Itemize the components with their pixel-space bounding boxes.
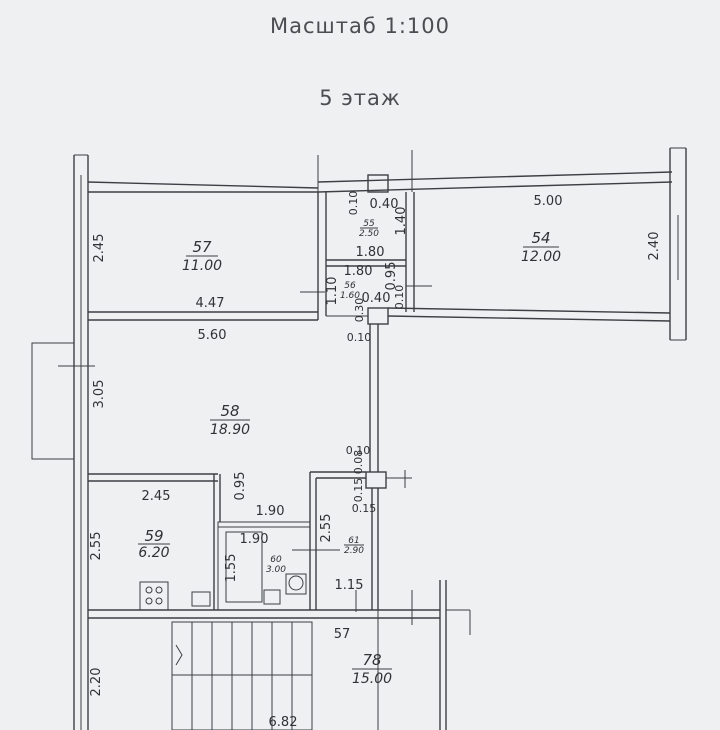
dim-0-40-b: 0.40 (362, 291, 391, 306)
room-55-number: 55 (363, 219, 375, 229)
dim-1-55: 1.55 (224, 554, 239, 583)
room-54-number: 54 (531, 229, 550, 247)
room-55-area: 2.50 (359, 229, 379, 239)
right-exterior-wall (669, 147, 687, 341)
dim-0-10-b: 0.10 (393, 285, 406, 310)
room-60-number: 60 (270, 555, 282, 565)
dim-0-95-b: 0.95 (233, 472, 248, 501)
dim-0-15-b: 0.15 (352, 502, 377, 515)
staircase (171, 621, 313, 730)
vent-shaft-lower (365, 471, 387, 489)
room-58-area: 18.90 (210, 422, 250, 438)
toilet-icon (288, 575, 304, 591)
dim-0-10-a: 0.10 (347, 191, 360, 216)
room-57-area: 11.00 (182, 258, 222, 274)
vent-shaft-middle (367, 307, 389, 325)
room-56-number: 56 (344, 281, 356, 291)
scale-title: Масштаб 1:100 (270, 14, 450, 38)
dim-0-10-c: 0.10 (347, 331, 372, 344)
dim-1-40: 1.40 (394, 207, 409, 236)
room-57-number: 57 (192, 238, 212, 256)
dim-2-45-left: 2.45 (92, 234, 107, 263)
room-59-area: 6.20 (138, 545, 169, 561)
dim-0-15-a: 0.15 (352, 478, 365, 503)
balcony-outline (31, 342, 75, 460)
room-59-number: 59 (144, 527, 163, 545)
dim-57: 57 (334, 627, 351, 642)
stove-icon (139, 581, 169, 611)
dim-2-55-left: 2.55 (89, 532, 104, 561)
room-78-area: 15.00 (352, 671, 392, 687)
top-exterior-wall (87, 150, 673, 193)
room-56-area: 1.60 (340, 291, 360, 301)
dim-1-15: 1.15 (335, 578, 364, 593)
dim-2-45-b: 2.45 (142, 489, 171, 504)
dim-5-60: 5.60 (198, 328, 227, 343)
dim-6-82: 6.82 (269, 715, 298, 730)
room-78-number: 78 (362, 651, 381, 669)
bathtub (225, 531, 263, 603)
vent-shaft-top (367, 174, 389, 193)
room-61-area: 2.90 (344, 546, 364, 556)
dim-2-20: 2.20 (89, 668, 104, 697)
dim-1-80-a: 1.80 (356, 245, 385, 260)
dim-1-10: 1.10 (325, 277, 340, 306)
dim-0-30: 0.30 (353, 298, 366, 323)
kitchen-sink-icon (191, 591, 211, 607)
dim-2-55-b: 2.55 (319, 514, 334, 543)
sink-icon (263, 589, 281, 605)
room-54-area: 12.00 (521, 249, 561, 265)
dim-1-90-b: 1.90 (240, 532, 269, 547)
dim-0-40-a: 0.40 (370, 197, 399, 212)
dim-4-47: 4.47 (196, 296, 225, 311)
dim-0-10-d: 0.10 (346, 444, 371, 457)
dim-2-40: 2.40 (647, 232, 662, 261)
dim-0-08: 0.08 (352, 450, 365, 475)
dim-5-00: 5.00 (534, 194, 563, 209)
left-exterior-wall (73, 154, 89, 730)
dim-1-90-a: 1.90 (256, 504, 285, 519)
dim-0-95-a: 0.95 (384, 262, 399, 291)
dim-3-05: 3.05 (92, 380, 107, 409)
room-58-number: 58 (220, 402, 239, 420)
floor-title: 5 этаж (319, 86, 401, 110)
dim-1-80-b: 1.80 (344, 264, 373, 279)
room-61-number: 61 (348, 536, 359, 546)
room-60-area: 3.00 (266, 565, 286, 575)
